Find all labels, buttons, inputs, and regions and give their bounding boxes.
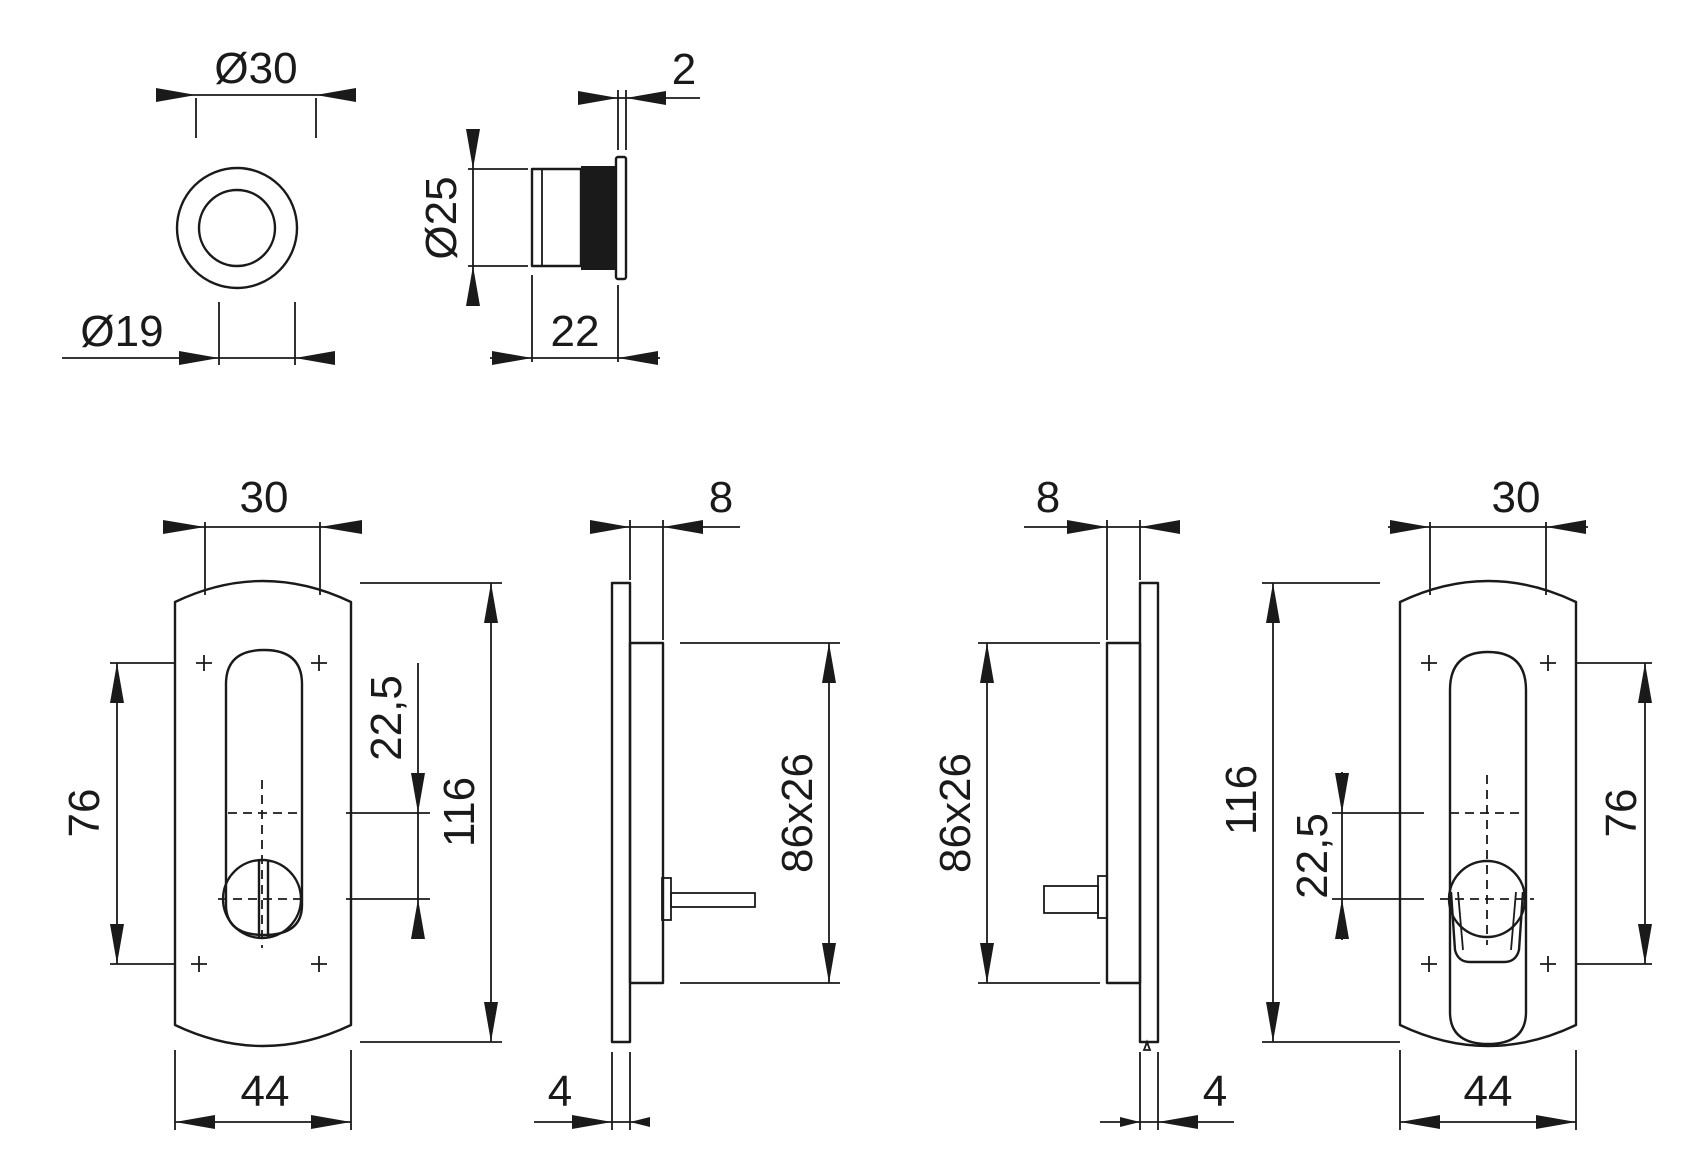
dim-cylinder-dia: Ø25 [417,176,466,259]
dim-left-hole-spacing: 76 [60,789,109,838]
cylinder-side-view: Ø25 22 2 [417,45,700,365]
dim-right-height: 116 [1217,765,1266,835]
dim-rosette-outer: Ø30 [214,44,297,93]
dim-right-bottom-width: 44 [1464,1067,1513,1116]
dim-right-side-recess: 86x26 [931,753,980,873]
dim-left-side-depth: 8 [709,473,733,522]
dim-rosette-inner: Ø19 [80,307,163,356]
dim-right-top-width: 30 [1492,473,1541,522]
dim-left-side-thickness: 4 [548,1067,572,1116]
dim-right-side-thickness: 4 [1203,1067,1227,1116]
dim-right-side-depth: 8 [1036,473,1060,522]
dim-right-offset: 22,5 [1288,813,1337,899]
dim-cylinder-length: 22 [551,307,600,356]
dim-left-bottom-width: 44 [241,1067,290,1116]
dim-flange-thickness: 2 [672,45,696,94]
right-side-view: 8 86x26 4 [931,473,1234,1130]
dim-left-height: 116 [435,777,484,847]
right-plate-front-view: 30 44 76 22,5 116 [1217,473,1652,1130]
left-side-view: 8 86x26 4 [534,473,840,1130]
dim-left-side-recess: 86x26 [773,753,822,873]
left-plate-front-view: 30 44 76 22,5 116 [60,473,502,1130]
dim-left-offset: 22,5 [362,675,411,761]
rosette-front-view: Ø30 Ø19 [62,44,356,365]
dim-right-hole-spacing: 76 [1597,789,1646,838]
dim-left-top-width: 30 [240,473,289,522]
